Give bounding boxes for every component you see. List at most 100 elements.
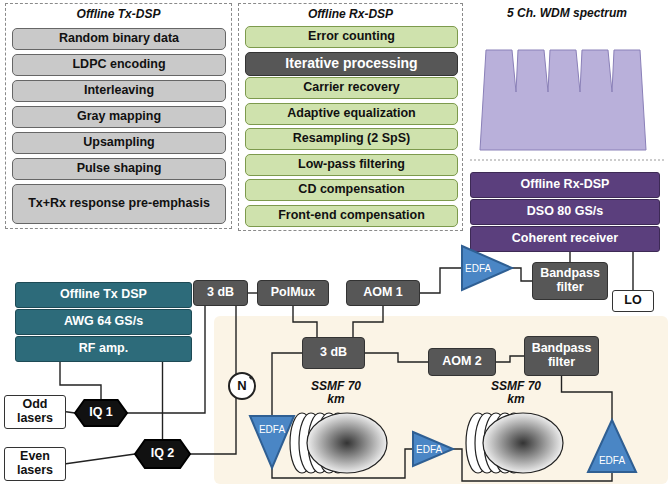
- component-box: 3 dB: [193, 280, 248, 306]
- component-box: AWG 64 GS/s: [15, 309, 192, 335]
- fiber-connector: [353, 306, 383, 337]
- node-label: PolMux: [271, 286, 315, 300]
- shape-outline: [250, 416, 294, 468]
- component-box: RF amp.: [15, 336, 192, 362]
- component-box: Offline Rx-DSP: [470, 172, 660, 198]
- amplifier-triangle: EDFA: [588, 420, 636, 472]
- node-label: Bandpass filter: [537, 267, 603, 295]
- panel-rule: [470, 160, 665, 161]
- node-label: RF amp.: [79, 342, 128, 356]
- fiber-connector: [632, 252, 633, 290]
- component-box: Pulse shaping: [12, 158, 226, 180]
- component-box: N: [228, 372, 256, 400]
- component-box: 3 dB: [302, 337, 365, 369]
- node-label: Carrier recovery: [303, 81, 400, 95]
- component-box: AOM 2: [428, 348, 496, 376]
- node-label: Error counting: [308, 30, 395, 44]
- node-label: Interleaving: [84, 84, 154, 98]
- node-label: Offline Rx-DSP: [521, 178, 610, 192]
- component-box: Even lasers: [4, 447, 66, 481]
- fiber-connector: [512, 268, 532, 281]
- component-box: 5 Ch. WDM spectrum: [468, 3, 666, 163]
- component-box: Tx+Rx response pre-emphasis: [12, 184, 226, 224]
- node-label: 3 dB: [320, 346, 347, 360]
- fiber-connector: [562, 376, 613, 420]
- fiber-connector: [453, 449, 612, 481]
- node-label: Offline Tx DSP: [60, 288, 147, 302]
- component-box: Error counting: [245, 26, 458, 48]
- component-box: AOM 1: [346, 280, 420, 306]
- node-label: EDFA: [259, 424, 285, 435]
- component-box: Offline Tx DSP: [15, 282, 192, 308]
- node-label: Even lasers: [9, 450, 61, 478]
- node-label: LDPC encoding: [72, 58, 165, 72]
- component-box: Upsampling: [12, 132, 226, 154]
- node-label: CD compensation: [298, 183, 404, 197]
- node-label: Upsampling: [83, 136, 155, 150]
- component-box: Coherent receiver: [470, 226, 660, 252]
- node-label: IQ 1: [89, 406, 113, 420]
- component-box: LDPC encoding: [12, 54, 226, 76]
- fiber-connector: [365, 353, 428, 362]
- component-box: Carrier recovery: [245, 77, 458, 99]
- fiber-connector: [248, 292, 257, 293]
- node-label: AWG 64 GS/s: [64, 315, 143, 329]
- node-label: IQ 2: [151, 447, 175, 461]
- component-box: Adaptive equalization: [245, 103, 458, 125]
- node-label: Resampling (2 SpS): [293, 132, 410, 146]
- node-label: Low-pass filtering: [298, 158, 405, 172]
- component-box: Bandpass filter: [532, 262, 608, 300]
- node-label: AOM 2: [442, 355, 482, 369]
- dsp-panel: Offline Tx-DSP Random binary dataLDPC enc…: [5, 3, 232, 229]
- component-box: Bandpass filter: [524, 336, 599, 376]
- component-box: CD compensation: [245, 179, 458, 201]
- component-box: Front-end compensation: [245, 205, 458, 227]
- node-label: Pulse shaping: [77, 162, 162, 176]
- fiber-connector: [569, 252, 570, 262]
- fiber-connector: [272, 353, 302, 416]
- amplifier-triangle: EDFA: [413, 432, 453, 466]
- fiber-connector: [66, 454, 135, 464]
- component-box: Random binary data: [12, 28, 226, 50]
- node-label: Tx+Rx response pre-emphasis: [28, 197, 210, 211]
- node-label: Iterative processing: [285, 56, 417, 71]
- node-label: Coherent receiver: [512, 232, 618, 246]
- panel-heading: Offline Rx-DSP: [308, 8, 393, 21]
- node-label: AOM 1: [363, 286, 403, 300]
- loop-region: [214, 316, 668, 484]
- node-label: Odd lasers: [9, 398, 61, 426]
- component-box: Resampling (2 SpS): [245, 128, 458, 150]
- fiber-connector: [60, 362, 101, 400]
- component-box: Gray mapping: [12, 106, 226, 128]
- node-label: 3 dB: [207, 286, 234, 300]
- node-label: LO: [624, 294, 641, 308]
- modulator-hexagon: IQ 1: [75, 400, 127, 426]
- fiber-connector: [420, 268, 462, 293]
- node-label: DSO 80 GS/s: [527, 205, 603, 219]
- component-box: Low-pass filtering: [245, 154, 458, 176]
- amplifier-triangle: EDFA: [250, 416, 294, 468]
- fiber-connector: [272, 449, 413, 478]
- node-label: EDFA: [599, 455, 625, 466]
- amplifier-triangle: EDFA: [462, 246, 512, 290]
- panel-heading: Offline Tx-DSP: [77, 8, 161, 21]
- fiber-connector: [66, 412, 75, 413]
- node-label: Bandpass filter: [529, 342, 594, 370]
- fiber-connector: [162, 362, 163, 440]
- node-label: Gray mapping: [77, 110, 161, 124]
- node-label: Random binary data: [59, 32, 179, 46]
- wdm-spectrum: [480, 50, 646, 150]
- modulator-hexagon: IQ 2: [135, 440, 190, 468]
- fiber-label: SSMF 70 km: [488, 380, 544, 406]
- fiber-connector: [293, 306, 317, 337]
- component-box: PolMux: [257, 280, 329, 306]
- component-box: DSO 80 GS/s: [470, 199, 660, 225]
- component-box: Interleaving: [12, 80, 226, 102]
- node-label: EDFA: [465, 263, 491, 274]
- component-box: Iterative processing: [245, 52, 458, 76]
- node-label: Front-end compensation: [278, 209, 425, 223]
- panel-heading: 5 Ch. WDM spectrum: [507, 7, 627, 20]
- node-label: EDFA: [416, 444, 442, 455]
- node-label: N: [237, 379, 246, 393]
